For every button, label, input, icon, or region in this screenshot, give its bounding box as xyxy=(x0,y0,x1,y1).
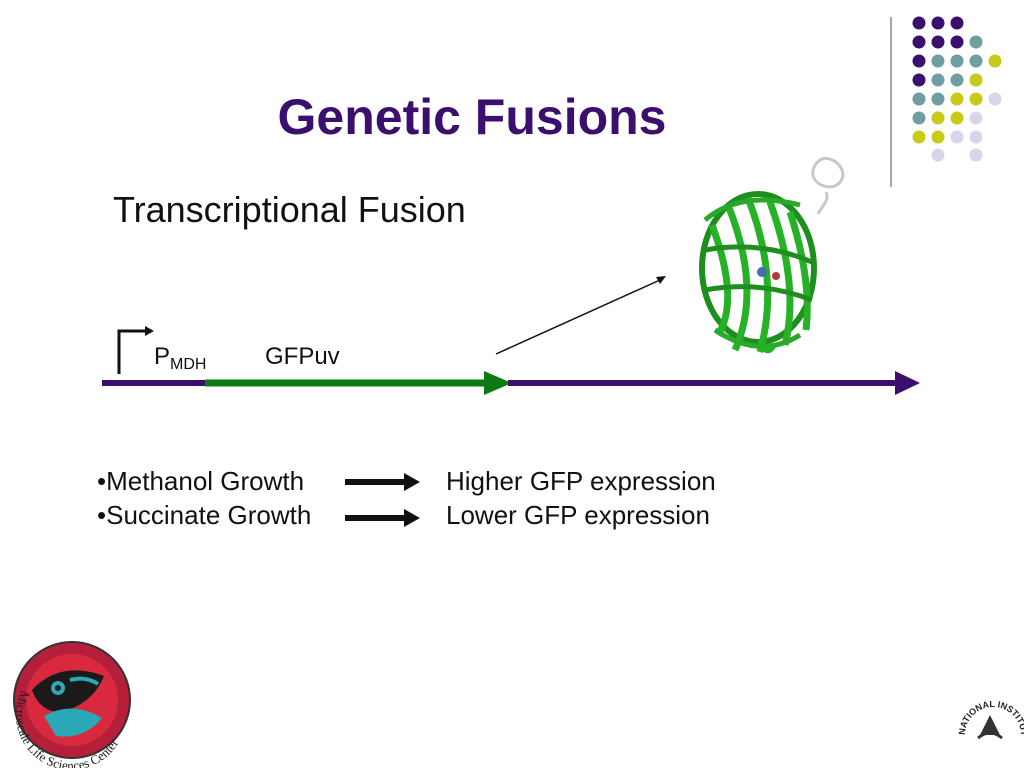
promoter-label-subscript: MDH xyxy=(170,356,207,373)
gene-arrowhead xyxy=(484,371,512,395)
expression-pointer-arrow xyxy=(495,276,666,355)
condition-methanol: •Methanol Growth xyxy=(97,466,305,496)
mlsc-logo xyxy=(13,641,131,759)
slide-title: Genetic Fusions xyxy=(277,89,667,145)
slide-subtitle: Transcriptional Fusion xyxy=(113,189,466,230)
methanol-arrow-icon xyxy=(345,473,420,491)
condition-succinate: •Succinate Growth xyxy=(97,500,312,530)
result-lower-expression: Lower GFP expression xyxy=(446,500,710,530)
dna-arrowhead xyxy=(895,371,920,395)
gene-label: GFPuv xyxy=(265,343,340,370)
result-higher-expression: Higher GFP expression xyxy=(446,466,716,496)
dot-grid xyxy=(912,16,1002,162)
gfp-protein-image xyxy=(699,156,845,354)
nih-logo xyxy=(977,715,1003,740)
promoter-label: PMDH xyxy=(154,343,206,374)
succinate-arrow-icon xyxy=(345,509,420,527)
promoter-arrow-icon xyxy=(117,326,154,374)
promoter-label-main: P xyxy=(154,343,171,370)
